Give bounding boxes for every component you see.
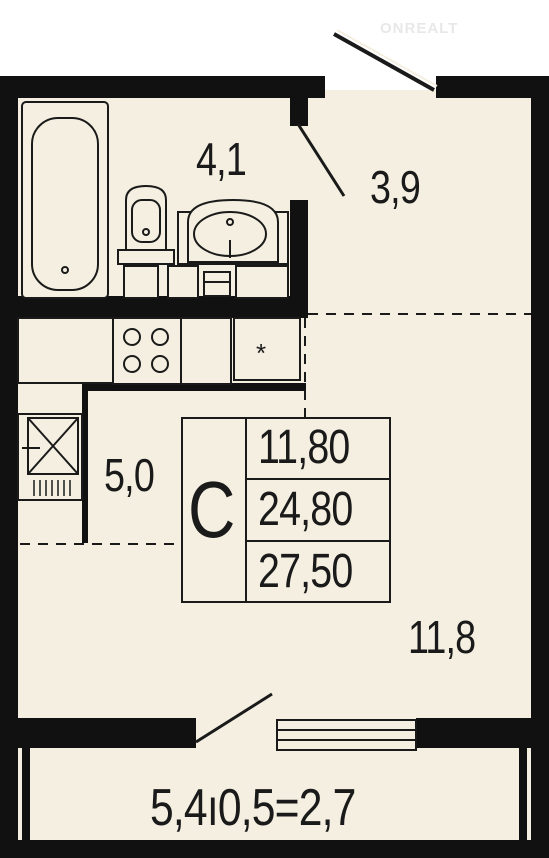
zone-dividers bbox=[20, 313, 531, 545]
kitchen-sink-icon bbox=[17, 413, 83, 501]
hall-area-label: 3,9 bbox=[370, 161, 421, 213]
balcony-door-icon bbox=[195, 692, 273, 744]
door-icon bbox=[296, 123, 346, 197]
living-total-value: 11,80 bbox=[258, 421, 350, 474]
balcony-formula: 5,4ı0,5=2,7 bbox=[150, 779, 356, 837]
entrance-door-icon bbox=[333, 29, 438, 92]
apartment-type-letter: C bbox=[188, 465, 235, 554]
living-area-label: 11,8 bbox=[408, 611, 476, 663]
outside-area bbox=[0, 0, 549, 90]
kitchen-area-label: 5,0 bbox=[104, 449, 155, 501]
watermark: ONREALT bbox=[380, 20, 459, 37]
window-icon bbox=[276, 719, 417, 751]
svg-text:*: * bbox=[256, 338, 266, 368]
total-with-balcony-value: 27,50 bbox=[258, 545, 353, 598]
fridge-icon: * bbox=[233, 317, 301, 381]
balcony-floor bbox=[22, 742, 527, 858]
area-summary-box bbox=[181, 417, 391, 603]
sink-icon bbox=[167, 198, 289, 299]
toilet-icon bbox=[117, 184, 175, 299]
bathtub-icon bbox=[21, 101, 109, 299]
stove-icon bbox=[112, 317, 232, 385]
total-area-value: 24,80 bbox=[258, 483, 353, 536]
bathroom-area-label: 4,1 bbox=[196, 133, 247, 185]
walls bbox=[0, 76, 549, 858]
